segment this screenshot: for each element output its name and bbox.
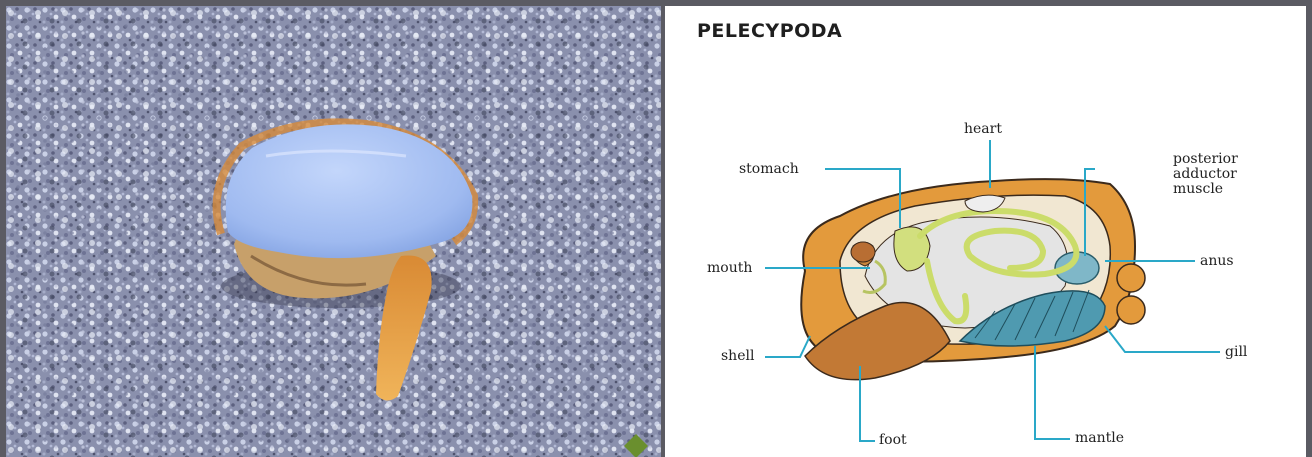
label-stomach: stomach <box>739 162 799 177</box>
label-mouth: mouth <box>707 261 752 276</box>
label-heart: heart <box>964 122 1002 137</box>
label-shell: shell <box>721 349 754 364</box>
label-gill: gill <box>1225 345 1247 360</box>
label-posterior: posterior <box>1173 152 1238 167</box>
clam-anatomy-drawing <box>665 6 1306 457</box>
label-anus: anus <box>1200 254 1234 269</box>
label-foot: foot <box>879 433 907 448</box>
clam-photo <box>6 6 661 457</box>
clam-photo-illustration <box>6 6 661 457</box>
label-muscle: muscle <box>1173 182 1238 197</box>
label-mantle: mantle <box>1075 431 1124 446</box>
label-posterior-adductor-muscle: posterior adductor muscle <box>1173 152 1238 197</box>
label-adductor: adductor <box>1173 167 1238 182</box>
pelecypoda-diagram: PELECYPODA <box>665 6 1306 457</box>
